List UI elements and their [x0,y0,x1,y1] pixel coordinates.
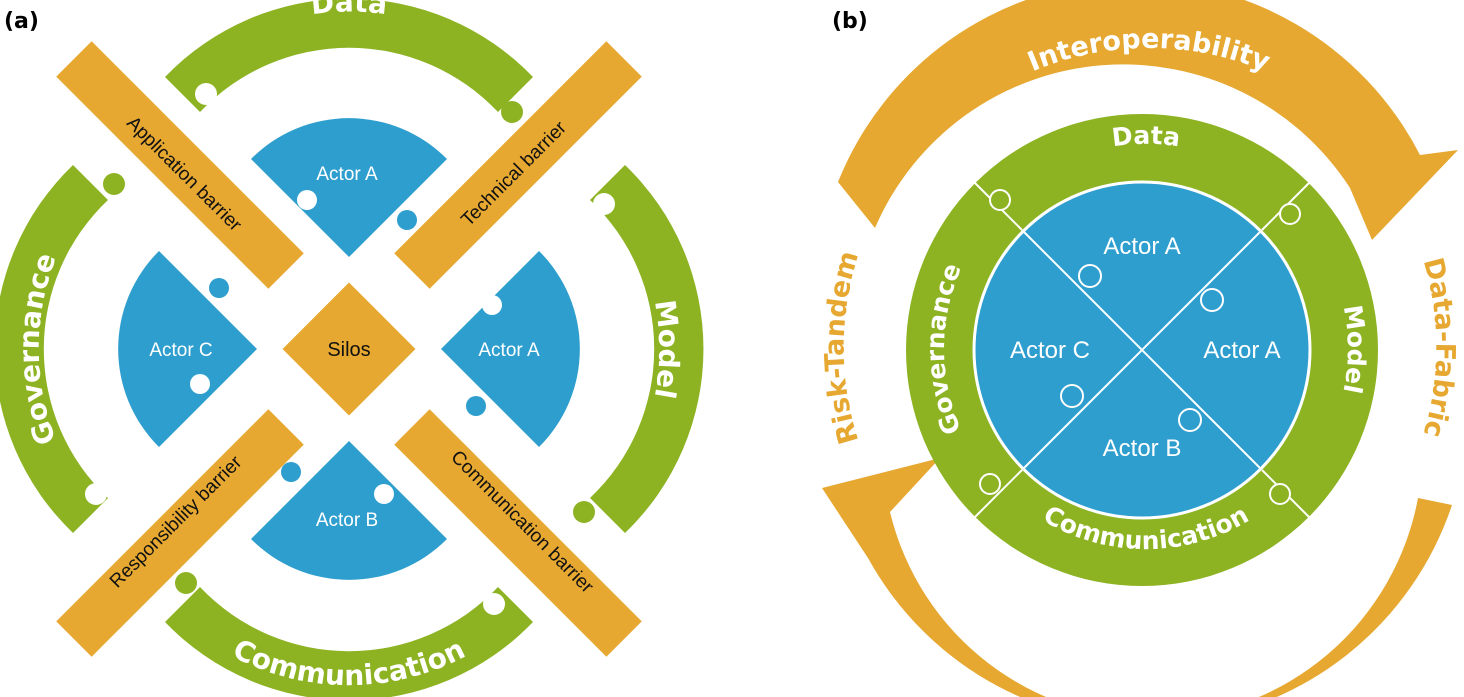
puzzle-knob [501,101,523,123]
puzzle-knob [374,484,394,504]
actor-top-label: Actor A [316,164,378,185]
communication-barrier-label: Communication barrier [447,447,598,598]
ring-puzzle-knobs [979,189,1301,505]
data-segment [165,0,533,112]
actor-right-label: Actor A [478,340,540,361]
actor-dividers [1023,231,1261,469]
actor-top-sector [251,118,447,258]
actor-right-sector [441,251,580,447]
panel-a-tag: (a) [4,9,39,34]
panel-b-orange-arrows [822,0,1458,697]
silos-diamond [282,282,416,416]
puzzle-knob [195,83,217,105]
actor-right-label: Actor A [1203,337,1280,364]
application-barrier-label: Application barrier [122,113,246,237]
puzzle-knob [573,501,595,523]
actor-bottom-label: Actor B [316,510,378,531]
puzzle-knob [209,278,229,298]
puzzle-knob [482,295,502,315]
puzzle-knob [483,593,505,615]
actor-left-sector [118,251,258,447]
application-barrier-bar [56,41,304,289]
actor-bottom-sector [251,441,447,580]
co-production-label: Co-production [1043,623,1258,672]
actor-left-label: Actor C [1010,337,1090,364]
model-label: Model [1337,303,1371,396]
puzzle-knob [190,374,210,394]
interoperability-arrow [838,0,1458,240]
panel-a-actors [118,118,580,580]
puzzle-knob [593,193,615,215]
puzzle-knob [466,396,486,416]
actor-top-label: Actor A [1103,233,1180,260]
puzzle-knob [297,190,317,210]
puzzle-knob [281,462,301,482]
puzzle-knob [175,572,197,594]
model-segment [590,165,704,533]
actor-left-label: Actor C [149,340,212,361]
communication-barrier-bar [394,409,642,657]
technical-barrier-bar [394,41,642,289]
panel-a: (a) [0,0,704,697]
risk-tandem-label: Risk-Tandem [820,248,866,448]
data-label: Data [1110,121,1182,153]
puzzle-knob [397,210,417,230]
model-label: Model [648,298,686,401]
responsibility-barrier-bar [56,409,304,657]
data-label: Data [309,0,389,21]
puzzle-knob [85,483,107,505]
panel-a-barriers [56,41,642,657]
communication-segment [165,587,533,697]
co-production-arrow [822,458,1452,697]
panel-b: (b) [820,0,1461,697]
puzzle-knob [103,173,125,195]
silos-label: Silos [327,339,370,361]
panel-a-green-arcs [0,0,704,697]
data-fabric-label: Data-Fabric [1417,255,1461,441]
governance-segment [0,165,108,533]
panel-b-tag: (b) [832,9,868,34]
actor-puzzle-knobs [1060,264,1224,432]
actor-bottom-label: Actor B [1103,435,1182,462]
